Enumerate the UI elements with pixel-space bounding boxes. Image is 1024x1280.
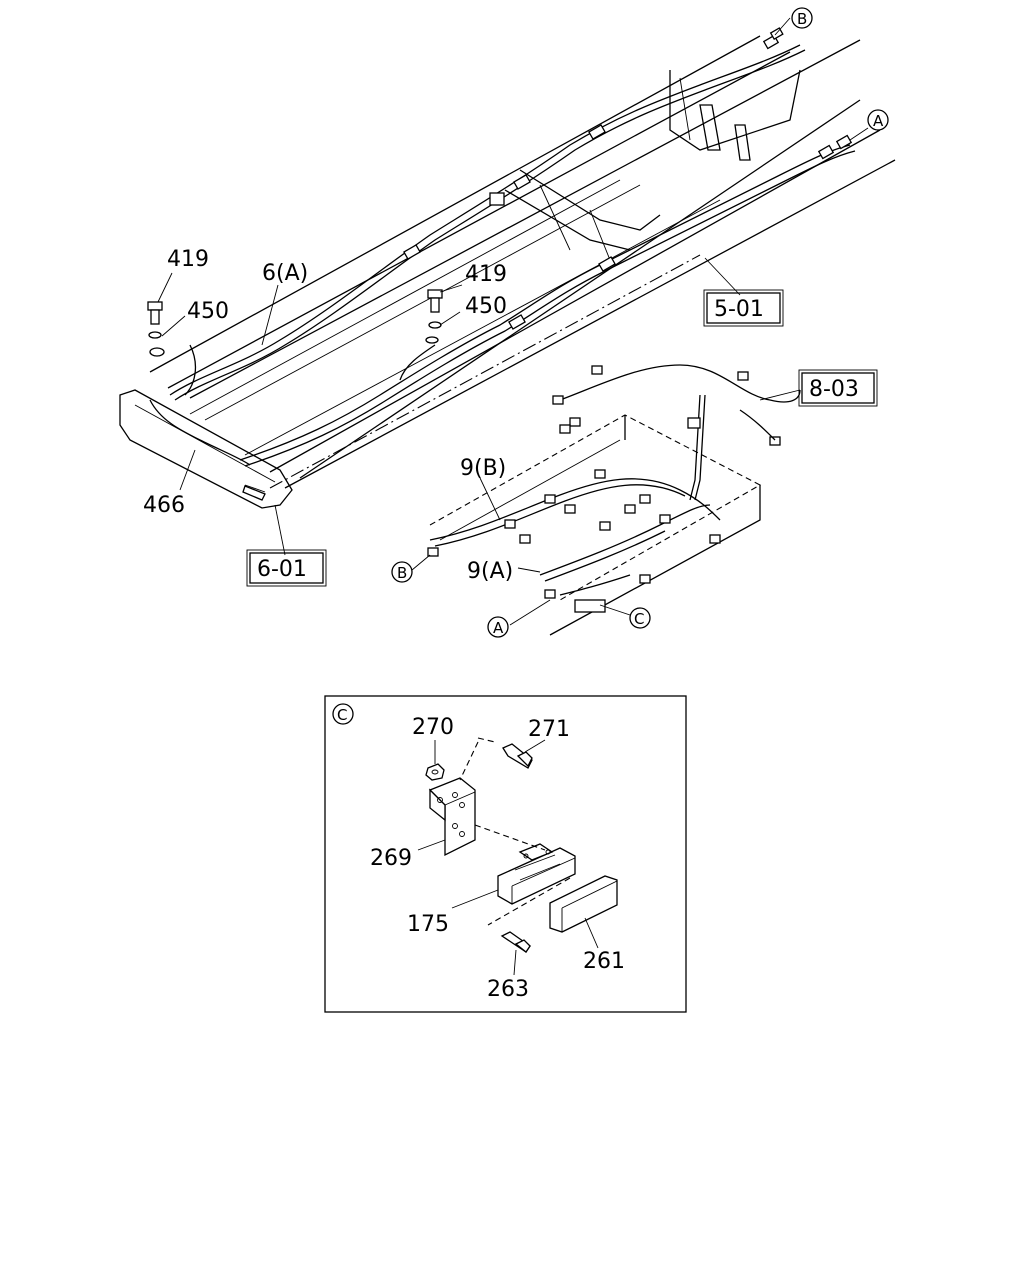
label-263: 263 <box>487 977 529 1002</box>
circle-label-A-low: A <box>487 616 509 638</box>
circle-label-B-top: B <box>791 7 813 29</box>
housing-175 <box>497 843 576 905</box>
label-9B: 9(B) <box>460 456 506 481</box>
label-466: 466 <box>143 493 185 518</box>
harness-right-rail <box>149 134 856 467</box>
ref-box-6-01: 6-01 <box>246 549 327 587</box>
engine-tray <box>429 414 762 636</box>
label-419-left: 419 <box>167 247 209 272</box>
label-450-mid: 450 <box>465 294 507 319</box>
ref-6-01-text: 6-01 <box>257 557 307 582</box>
harness-6A <box>169 27 806 401</box>
label-270: 270 <box>412 715 454 740</box>
label-261: 261 <box>583 949 625 974</box>
circle-label-A-top: A <box>867 109 889 131</box>
label-9A: 9(A) <box>467 559 513 584</box>
inset-label-C: C <box>337 706 347 724</box>
svg-text:B: B <box>797 10 807 28</box>
lens-261 <box>549 875 618 933</box>
bolt-419-mid <box>427 289 443 313</box>
chassis-frame <box>119 35 896 509</box>
ref-5-01-text: 5-01 <box>714 297 764 322</box>
harness-9 <box>427 469 721 613</box>
svg-text:A: A <box>493 619 504 637</box>
svg-text:B: B <box>397 564 407 582</box>
washer-450-left <box>148 331 165 357</box>
svg-text:A: A <box>873 112 884 130</box>
circle-label-B-low: B <box>391 561 413 583</box>
ref-box-5-01: 5-01 <box>703 289 784 327</box>
label-450-left: 450 <box>187 299 229 324</box>
inset-detail-C: C <box>324 695 687 1013</box>
label-271: 271 <box>528 717 570 742</box>
ref-8-03-text: 8-03 <box>809 377 859 402</box>
label-269: 269 <box>370 846 412 871</box>
ref-box-8-03: 8-03 <box>798 369 878 407</box>
harness-8-03 <box>552 364 801 501</box>
label-419-mid: 419 <box>465 262 507 287</box>
washer-450-mid <box>425 321 442 344</box>
bolt-263 <box>500 931 531 953</box>
label-6A: 6(A) <box>262 261 308 286</box>
nut-270 <box>425 763 445 781</box>
svg-text:C: C <box>634 610 644 628</box>
label-175: 175 <box>407 912 449 937</box>
leader-lines <box>157 17 869 626</box>
bracket-269 <box>428 777 476 857</box>
bolt-271 <box>502 743 533 769</box>
bolt-419-left <box>147 301 163 325</box>
circle-label-C-low: C <box>629 607 651 629</box>
